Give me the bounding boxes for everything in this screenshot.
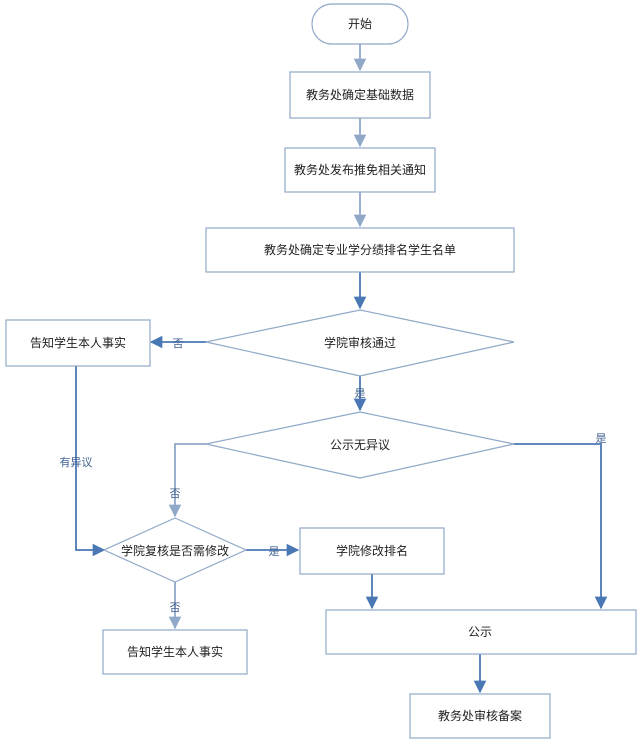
edge-label-recheck-yes: 是 [269, 545, 280, 558]
notify-student-node-1: 告知学生本人事实 [5, 319, 151, 367]
edge-publicity-yes [514, 443, 608, 610]
edges [75, 44, 608, 694]
publicity-no-objection-decision: 公示无异议 [205, 411, 515, 479]
start-node-label: 开始 [348, 17, 372, 31]
notify-student-label-1: 告知学生本人事实 [30, 335, 126, 350]
college-recheck-decision: 学院复核是否需修改 [102, 517, 248, 583]
final-record-node: 教务处审核备案 [409, 693, 551, 739]
start-node: 开始 [311, 3, 409, 45]
edge-objection [75, 366, 106, 557]
publish-notice-node: 教务处发布推免相关通知 [284, 147, 436, 193]
confirm-basic-data-label: 教务处确定基础数据 [306, 87, 414, 102]
publicity-label: 公示 [468, 625, 492, 639]
edge-publicity-no [168, 443, 206, 518]
notify-student-label-2: 告知学生本人事实 [127, 644, 223, 659]
college-modify-ranking-label: 学院修改排名 [336, 543, 408, 558]
edge-label-review-no: 否 [173, 337, 184, 350]
college-review-decision: 学院审核通过 [205, 309, 515, 377]
publish-notice-label: 教务处发布推免相关通知 [294, 162, 426, 177]
college-recheck-label: 学院复核是否需修改 [121, 543, 229, 558]
edge-label-publicity-yes: 是 [596, 432, 607, 445]
confirm-ranking-node: 教务处确定专业学分绩排名学生名单 [205, 227, 515, 273]
college-modify-ranking-node: 学院修改排名 [299, 527, 445, 575]
edge-label-recheck-no: 否 [170, 601, 181, 614]
edge-labels: 否 是 有异议 是 否 是 否 [60, 337, 607, 614]
edge-label-has-objection: 有异议 [60, 455, 93, 469]
edge-label-review-yes: 是 [355, 387, 366, 400]
edge-label-publicity-no: 否 [170, 487, 181, 500]
notify-student-node-2: 告知学生本人事实 [102, 629, 248, 675]
nodes: 开始 教务处确定基础数据 教务处发布推免相关通知 教务处确定专业学分绩排名学生名… [5, 3, 637, 739]
college-review-label: 学院审核通过 [324, 335, 396, 350]
publicity-node: 公示 [325, 609, 637, 655]
confirm-basic-data-node: 教务处确定基础数据 [289, 71, 431, 119]
publicity-no-objection-label: 公示无异议 [330, 438, 390, 452]
final-record-label: 教务处审核备案 [438, 708, 522, 723]
confirm-ranking-label: 教务处确定专业学分绩排名学生名单 [264, 242, 456, 257]
